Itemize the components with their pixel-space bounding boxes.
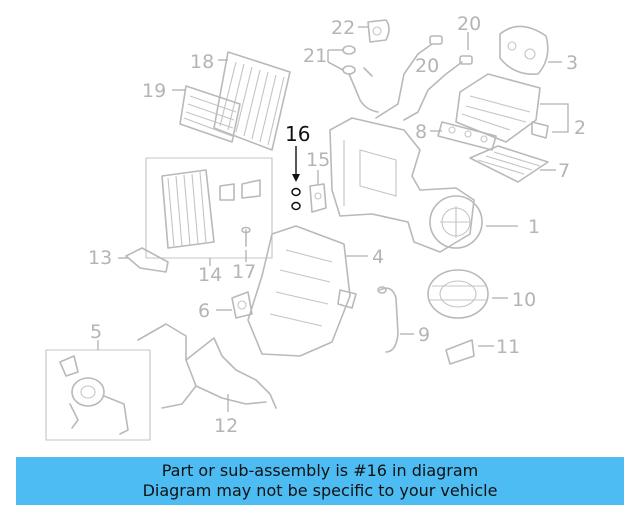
part-6-actuator <box>216 291 253 319</box>
callout-2: 2 <box>574 117 586 139</box>
callout-19: 19 <box>142 80 166 102</box>
info-banner: Part or sub-assembly is #16 in diagram D… <box>16 457 624 505</box>
part-12-wiring-harness <box>137 323 277 412</box>
part-14-core-box <box>145 157 273 266</box>
callout-20a: 20 <box>457 13 481 35</box>
callout-6: 6 <box>198 300 210 322</box>
callout-20b: 20 <box>415 55 439 77</box>
part-5-assembly-box <box>45 340 151 441</box>
part-3-gasket-plate <box>499 25 562 75</box>
part-2-distribution-housing <box>455 73 569 143</box>
part-7-cabin-filter <box>469 145 556 183</box>
part-9-drain-hose <box>377 286 414 353</box>
callout-15: 15 <box>306 149 330 171</box>
callout-10: 10 <box>512 289 536 311</box>
callout-16: 16 <box>285 122 310 146</box>
part-22-sensor <box>358 19 390 43</box>
callout-12: 12 <box>214 415 238 437</box>
callout-14: 14 <box>198 264 222 286</box>
hvac-main-housing <box>329 117 518 253</box>
callout-8: 8 <box>415 121 427 143</box>
callout-3: 3 <box>566 52 578 74</box>
callout-5: 5 <box>90 321 102 343</box>
part-17-screw <box>241 226 251 262</box>
callout-1: 1 <box>528 216 540 238</box>
banner-line-1: Part or sub-assembly is #16 in diagram <box>161 461 479 480</box>
part-15-expansion-valve <box>309 170 327 213</box>
callout-17: 17 <box>232 261 256 283</box>
part-16-o-rings <box>291 146 301 211</box>
part-18-evaporator <box>213 51 291 151</box>
callout-7: 7 <box>558 160 570 182</box>
callout-4: 4 <box>372 246 384 268</box>
parts-diagram: 22 21 20 20 3 18 19 <box>45 13 586 441</box>
part-13-actuator <box>118 247 169 273</box>
part-19-heater-core <box>172 85 241 143</box>
part-10-blower-motor <box>427 269 508 319</box>
callout-11: 11 <box>496 336 520 358</box>
part-11-sensor <box>445 339 494 365</box>
callout-18: 18 <box>190 51 214 73</box>
part-20-ac-pipes <box>375 32 473 121</box>
callout-22: 22 <box>331 17 355 39</box>
callout-21: 21 <box>303 45 327 67</box>
part-8-bracket <box>430 121 497 151</box>
part-4-lower-housing <box>247 225 368 357</box>
banner-line-2: Diagram may not be specific to your vehi… <box>142 481 498 500</box>
part-21-pipe-fittings <box>327 45 379 113</box>
callout-13: 13 <box>88 247 112 269</box>
callout-9: 9 <box>418 324 430 346</box>
